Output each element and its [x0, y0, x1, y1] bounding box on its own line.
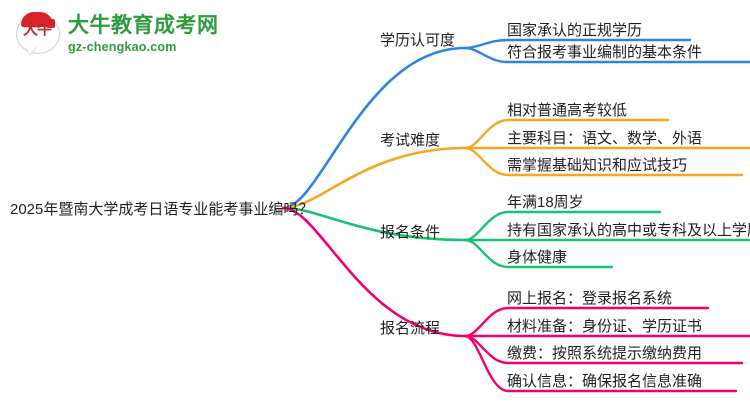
- logo-mark-icon: 大牛: [14, 11, 60, 57]
- red-dot-shape: [46, 19, 55, 28]
- site-logo: 大牛 大牛教育成考网 gz-chengkao.com: [14, 8, 218, 60]
- mindmap-leaf-node-2-1[interactable]: 相对普通高考较低: [507, 102, 628, 119]
- mindmap-leaf-node-3-2[interactable]: 持有国家承认的高中或专科及以上学历: [507, 222, 750, 239]
- connector-line: [463, 46, 750, 64]
- mindmap-leaf-node-1-1[interactable]: 国家承认的正规学历: [507, 22, 643, 39]
- mindmap-branch-node-4[interactable]: 报名流程: [380, 320, 441, 337]
- mindmap-leaf-node-4-1[interactable]: 网上报名：登录报名系统: [507, 290, 673, 307]
- mindmap-leaf-node-3-3[interactable]: 身体健康: [507, 249, 568, 266]
- connector-line: [463, 238, 614, 269]
- connector-line: [281, 206, 467, 242]
- mindmap-root-node[interactable]: 2025年暨南大学成考日语专业能考事业编吗？: [10, 201, 314, 218]
- mindmap-leaf-node-2-3[interactable]: 需掌握基础知识和应试技巧: [507, 157, 688, 174]
- logo-title: 大牛教育成考网: [68, 13, 219, 37]
- mindmap-branch-node-2[interactable]: 考试难度: [380, 132, 441, 149]
- mindmap-branch-node-3[interactable]: 报名条件: [380, 224, 441, 241]
- mindmap-leaf-node-4-2[interactable]: 材料准备：身份证、学历证书: [507, 318, 703, 335]
- logo-url: gz-chengkao.com: [68, 39, 177, 54]
- connector-line: [281, 206, 467, 338]
- mindmap-branch-node-1[interactable]: 学历认可度: [380, 32, 456, 49]
- connector-line: [463, 146, 744, 177]
- connector-line: [281, 46, 467, 210]
- logo-wordmark: 大牛教育成考网 gz-chengkao.com: [68, 15, 219, 54]
- connector-line: [463, 334, 738, 393]
- mindmap-leaf-node-1-2[interactable]: 符合报考事业编制的基本条件: [507, 44, 703, 61]
- mindmap-leaf-node-2-2[interactable]: 主要科目：语文、数学、外语: [507, 130, 703, 147]
- mindmap-leaf-node-3-1[interactable]: 年满18周岁: [507, 194, 584, 211]
- red-cap-shape: [21, 12, 53, 27]
- logo-mark-text: 大牛: [22, 21, 52, 38]
- mindmap-leaf-node-4-3[interactable]: 缴费：按照系统提示缴纳费用: [507, 345, 703, 362]
- connector-line: [281, 146, 467, 210]
- speech-bubble-tail-shape: [25, 46, 37, 55]
- mindmap-leaf-node-4-4[interactable]: 确认信息：确保报名信息准确: [507, 373, 703, 390]
